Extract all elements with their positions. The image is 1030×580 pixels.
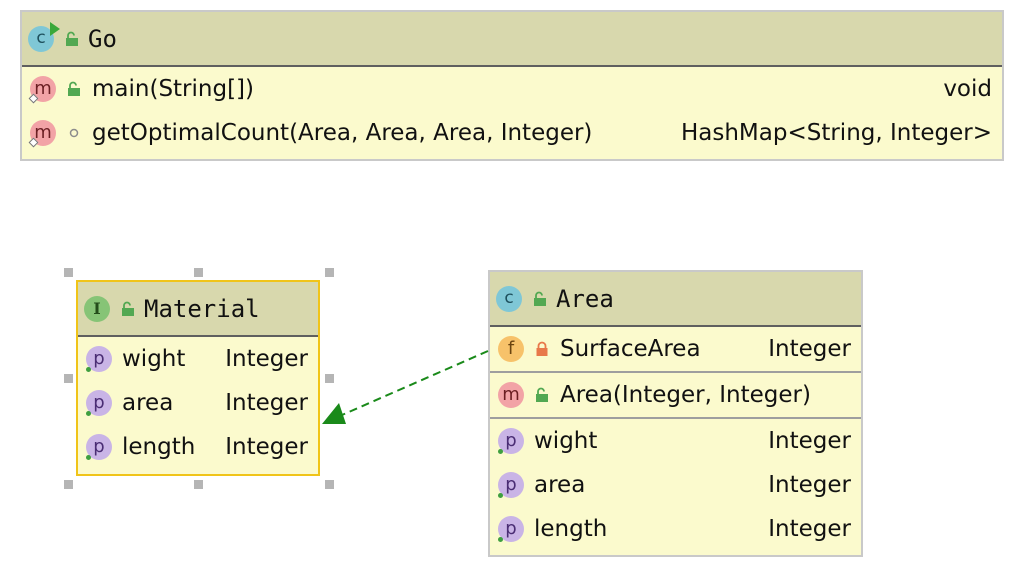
property-access-dot-icon [498, 493, 503, 498]
property-icon: p [498, 428, 524, 454]
realization-arrow-line[interactable] [341, 350, 489, 416]
fields-section: f SurfaceArea Integer [490, 327, 861, 373]
resize-handle-middle-left[interactable] [64, 374, 73, 383]
runnable-icon [50, 21, 60, 36]
properties-section: p wight Integer p area Integer p length … [490, 419, 861, 551]
property-name: area [122, 390, 174, 416]
method-name: main(String[]) [92, 76, 254, 102]
method-icon: m [28, 120, 56, 148]
property-row[interactable]: p area Integer [78, 381, 318, 425]
resize-handle-middle-right[interactable] [325, 374, 334, 383]
package-private-icon [66, 124, 82, 142]
constructors-section: m Area(Integer, Integer) [490, 373, 861, 419]
method-row[interactable]: m getOptimalCount(Area, Area, Area, Inte… [22, 111, 1002, 155]
property-name: area [534, 472, 586, 498]
class-icon: c [28, 21, 60, 52]
property-access-dot-icon [498, 449, 503, 454]
constructor-row[interactable]: m Area(Integer, Integer) [490, 373, 861, 417]
public-lock-icon [66, 80, 82, 98]
public-lock-icon [120, 300, 136, 318]
methods-section: m main(String[]) void m getOptimalCount(… [22, 67, 1002, 155]
method-return-type: HashMap<String, Integer> [680, 120, 992, 146]
property-row[interactable]: p length Integer [78, 425, 318, 469]
resize-handle-bottom-right[interactable] [325, 480, 334, 489]
property-type: Integer [225, 434, 308, 460]
property-icon: p [498, 516, 524, 542]
class-title: Area [556, 284, 614, 313]
field-type: Integer [768, 336, 851, 362]
property-type: Integer [225, 346, 308, 372]
property-access-dot-icon [86, 411, 91, 416]
method-row[interactable]: m main(String[]) void [22, 67, 1002, 111]
class-go-header[interactable]: c Go [22, 12, 1002, 67]
class-area[interactable]: c Area f SurfaceArea Integer m Area(Int [488, 270, 863, 557]
field-icon: f [498, 336, 524, 362]
properties-section: p wight Integer p area Integer p length … [78, 337, 318, 469]
property-name: wight [122, 346, 186, 372]
property-icon: p [86, 390, 112, 416]
field-row[interactable]: f SurfaceArea Integer [490, 327, 861, 371]
public-lock-icon [532, 290, 548, 308]
field-name: SurfaceArea [560, 336, 701, 362]
resize-handle-top-left[interactable] [64, 268, 73, 277]
property-access-dot-icon [86, 455, 91, 460]
resize-handle-top-center[interactable] [194, 268, 203, 277]
interface-title: Material [144, 294, 260, 323]
class-icon: c [496, 285, 522, 312]
property-name: wight [534, 428, 598, 454]
resize-handle-bottom-center[interactable] [194, 480, 203, 489]
method-name: getOptimalCount(Area, Area, Area, Intege… [92, 120, 593, 146]
property-access-dot-icon [86, 367, 91, 372]
class-go[interactable]: c Go m main(String[]) void m [20, 10, 1004, 161]
public-lock-icon [64, 30, 80, 48]
property-type: Integer [225, 390, 308, 416]
property-name: length [534, 516, 608, 542]
property-type: Integer [768, 428, 851, 454]
interface-material-header[interactable]: I Material [78, 282, 318, 337]
class-area-header[interactable]: c Area [490, 272, 861, 327]
resize-handle-top-right[interactable] [325, 268, 334, 277]
method-icon: m [28, 76, 56, 104]
property-icon: p [86, 346, 112, 372]
property-row[interactable]: p area Integer [490, 463, 861, 507]
class-title: Go [88, 24, 117, 53]
property-name: length [122, 434, 196, 460]
property-type: Integer [768, 472, 851, 498]
constructor-name: Area(Integer, Integer) [560, 382, 811, 408]
method-icon: m [498, 382, 524, 408]
property-icon: p [498, 472, 524, 498]
interface-icon: I [84, 295, 110, 322]
property-icon: p [86, 434, 112, 460]
interface-material[interactable]: I Material p wight Integer p area Intege… [76, 280, 320, 476]
private-lock-icon [534, 340, 550, 358]
property-type: Integer [768, 516, 851, 542]
public-lock-icon [534, 386, 550, 404]
realization-arrow-head [322, 403, 346, 424]
property-access-dot-icon [498, 537, 503, 542]
method-return-type: void [943, 76, 992, 102]
property-row[interactable]: p wight Integer [490, 419, 861, 463]
property-row[interactable]: p wight Integer [78, 337, 318, 381]
resize-handle-bottom-left[interactable] [64, 480, 73, 489]
property-row[interactable]: p length Integer [490, 507, 861, 551]
